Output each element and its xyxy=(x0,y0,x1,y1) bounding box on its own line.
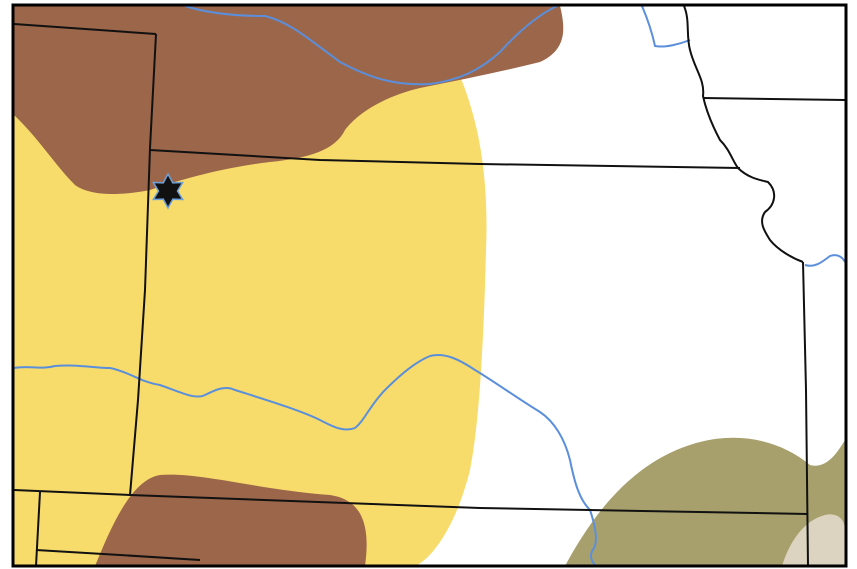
state-borders xyxy=(13,5,846,567)
border-river-east xyxy=(683,5,804,263)
border-southwest-horizontal xyxy=(35,549,201,561)
map-frame xyxy=(11,3,848,568)
rivers xyxy=(13,5,846,567)
location-marker-icon[interactable] xyxy=(151,172,185,210)
brown-region-north xyxy=(14,6,564,195)
river-north xyxy=(184,5,558,86)
river-central xyxy=(13,354,597,567)
border-southwest-vertical-a xyxy=(35,491,41,567)
river-east-upper xyxy=(641,5,691,48)
olive-region xyxy=(565,437,845,566)
border-northern-horizontal xyxy=(149,149,741,169)
border-northwest-horizontal xyxy=(13,23,157,35)
border-northeast-horizontal xyxy=(702,97,846,101)
border-east-vertical xyxy=(802,261,809,567)
border-southern-horizontal xyxy=(13,489,809,515)
tan-region xyxy=(782,514,845,566)
border-vertical-west xyxy=(129,33,157,496)
brown-region-south xyxy=(95,474,367,566)
river-east-lower xyxy=(804,254,846,267)
